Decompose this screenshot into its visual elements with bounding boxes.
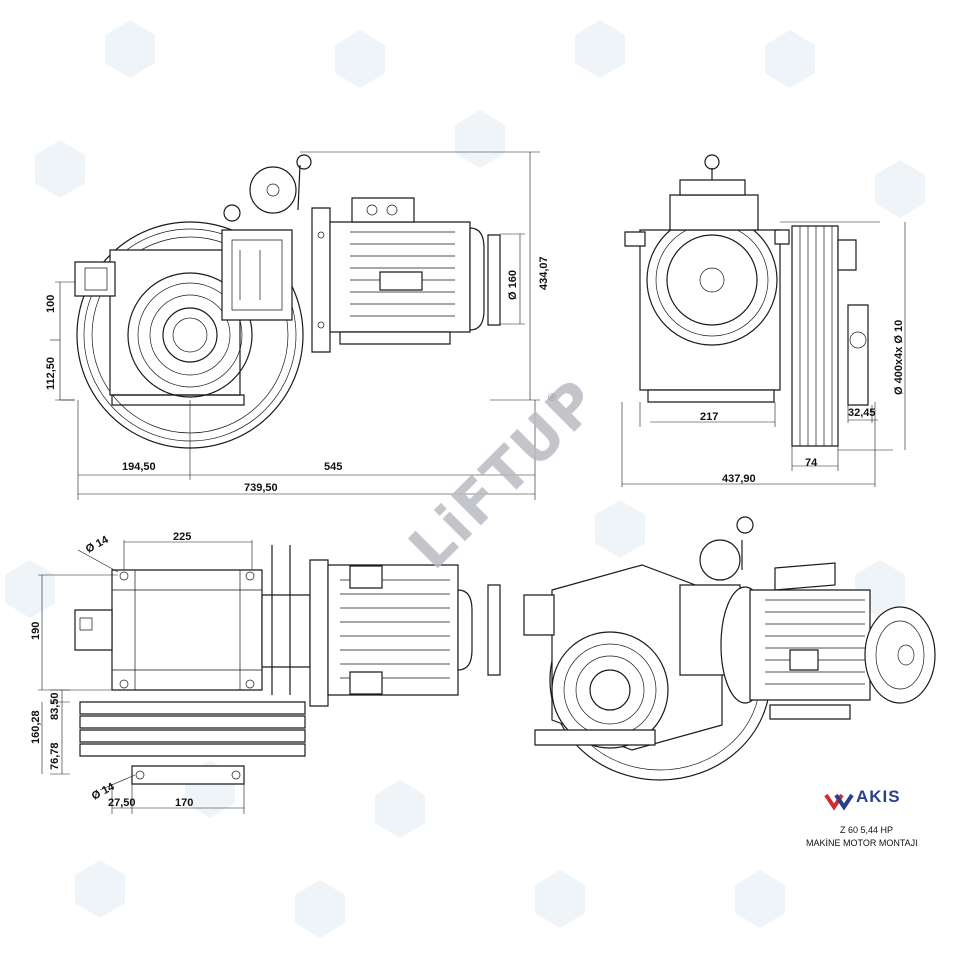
dim-76-78: 76,78 bbox=[49, 742, 61, 770]
registered-mark: ® bbox=[548, 392, 557, 404]
dim-d14-top: Ø 14 bbox=[84, 533, 111, 555]
dim-225: 225 bbox=[173, 531, 191, 543]
dim-d400: Ø 400x4x Ø 10 bbox=[893, 320, 905, 395]
background-pattern bbox=[5, 20, 925, 938]
front-view bbox=[50, 151, 540, 500]
caption-label: MAKİNE MOTOR MONTAJI bbox=[806, 838, 918, 848]
model-label: Z 60 5,44 HP bbox=[840, 825, 894, 835]
dim-160-28: 160,28 bbox=[30, 710, 42, 744]
front-dim-labels: 100 112,50 194,50 545 739,50 Ø 160 434,0… bbox=[45, 256, 550, 494]
top-view bbox=[38, 540, 501, 814]
brand-logo-mark bbox=[824, 793, 854, 811]
dim-545: 545 bbox=[324, 461, 342, 473]
dim-d160: Ø 160 bbox=[507, 270, 519, 300]
side-dim-labels: 217 32,45 74 437,90 Ø 400x4x Ø 10 bbox=[700, 320, 905, 485]
dim-112-50: 112,50 bbox=[45, 357, 57, 390]
brand-logo-text: AKIS bbox=[856, 787, 901, 806]
dim-83-50: 83,50 bbox=[49, 692, 61, 720]
dim-74: 74 bbox=[805, 457, 818, 469]
dim-437-90: 437,90 bbox=[722, 473, 756, 485]
dim-217: 217 bbox=[700, 411, 718, 423]
dim-170: 170 bbox=[175, 797, 193, 809]
dim-739-50: 739,50 bbox=[244, 482, 278, 494]
dim-194-50: 194,50 bbox=[122, 461, 156, 473]
iso-view bbox=[523, 516, 936, 781]
dim-434-07: 434,07 bbox=[538, 256, 550, 290]
dim-100: 100 bbox=[45, 295, 57, 313]
side-view bbox=[621, 154, 906, 487]
dim-27-50: 27,50 bbox=[108, 797, 136, 809]
dim-32-45: 32,45 bbox=[848, 407, 876, 419]
dim-190: 190 bbox=[30, 622, 42, 640]
